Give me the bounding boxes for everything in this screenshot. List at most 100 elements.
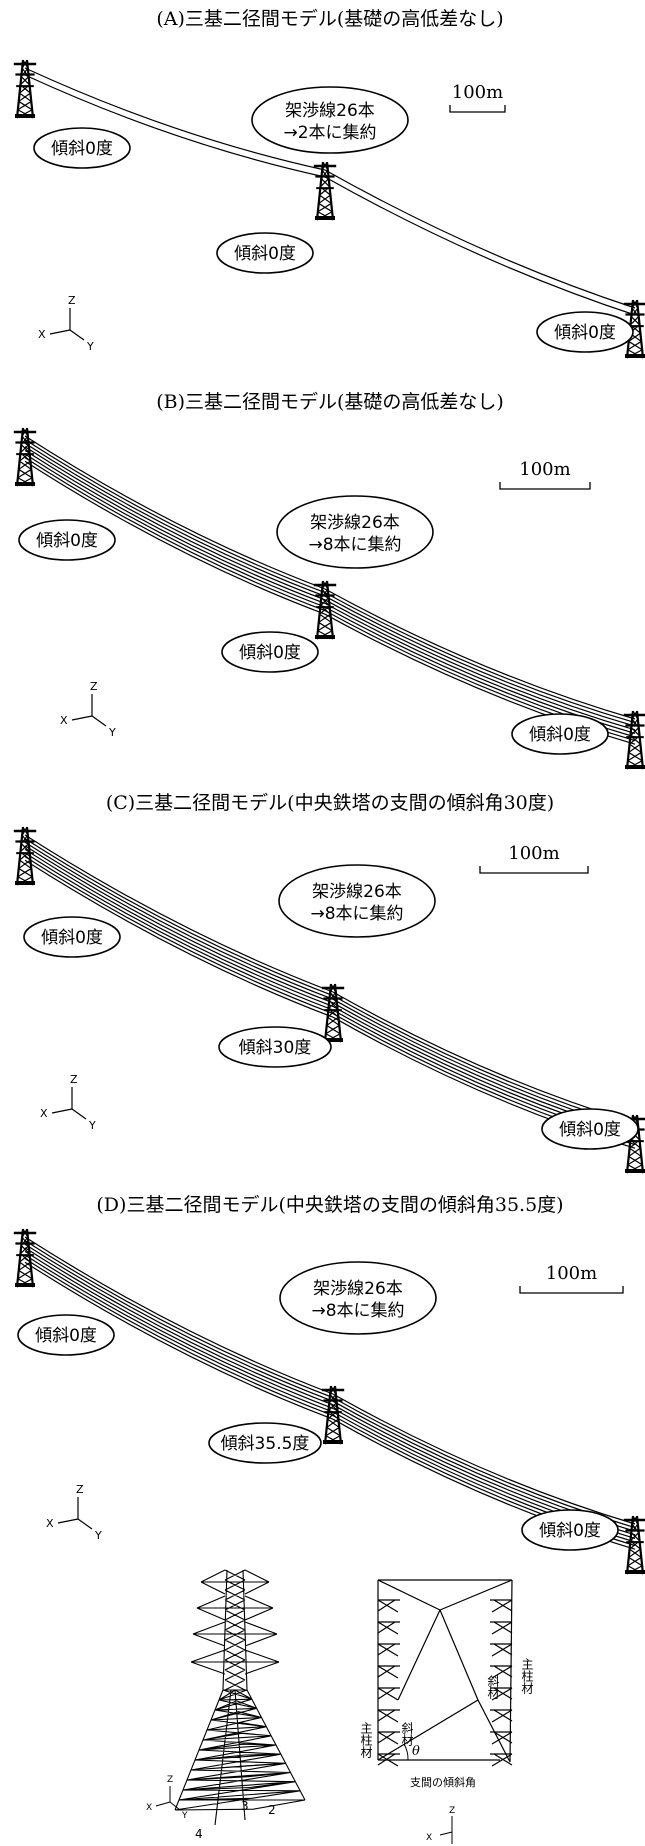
conductor-line [24, 856, 334, 1015]
tower-left [13, 59, 37, 119]
member-label: 斜材 [400, 1722, 414, 1746]
angle-label-ellipse [33, 127, 131, 169]
axis-triad: ZXY [40, 1073, 96, 1132]
angle-label: 傾斜0度 [529, 725, 591, 745]
angle-label: 傾斜0度 [559, 1120, 621, 1140]
conductor-line [24, 838, 334, 997]
axis-triad: ZX [426, 1806, 455, 1844]
conductor-line [332, 991, 636, 1124]
tower-left [13, 1228, 37, 1288]
angle-caption: 支間の傾斜角 [410, 1775, 476, 1789]
conductor-line [24, 859, 334, 1018]
leg-number: 4 [195, 1827, 203, 1841]
conductor-line [24, 442, 326, 597]
angle-label: 傾斜35.5度 [221, 1434, 310, 1454]
angle-label-ellipse [221, 631, 319, 673]
svg-text:斜材: 斜材 [400, 1722, 414, 1746]
scale-bar [449, 105, 506, 113]
axis-x-label: X [38, 328, 46, 341]
scale-label: 100m [546, 1263, 597, 1284]
axis-triad: ZXY [46, 1483, 102, 1542]
scale-bar [479, 866, 589, 874]
conductor-line [324, 169, 636, 309]
theta-symbol: θ [412, 1744, 420, 1759]
conductor-line [324, 602, 636, 734]
scale-label: 100m [508, 843, 559, 864]
conductor-label-ellipse [279, 1261, 437, 1335]
conductor-label: →2本に集約 [283, 123, 376, 143]
conductor-line [24, 1258, 334, 1417]
axis-y-label: Y [108, 726, 116, 739]
axis-x-label: X [426, 1833, 432, 1843]
angle-label-ellipse [521, 1509, 619, 1551]
axis-x-label: X [146, 1803, 152, 1813]
angle-label-ellipse [541, 1108, 639, 1150]
conductor-label: →8本に集約 [308, 535, 401, 555]
axis-z-label: Z [449, 1806, 455, 1816]
scale-bar [519, 1286, 624, 1294]
panel-2: (C)三基二径間モデル(中央鉄塔の支間の傾斜角30度)架渉線26本→8本に集約傾… [13, 792, 645, 1174]
angle-label: 傾斜0度 [36, 531, 98, 551]
conductor-line [324, 592, 636, 724]
conductor-line [324, 176, 636, 316]
tower-right [623, 710, 645, 770]
angle-label: 傾斜0度 [234, 244, 296, 264]
tower-center [313, 161, 337, 221]
svg-text:斜材: 斜材 [486, 1675, 500, 1699]
member-label: 主柱材 [520, 1658, 534, 1694]
panel-title: (D)三基二径間モデル(中央鉄塔の支間の傾斜角35.5度) [96, 1194, 563, 1216]
angle-label-ellipse [536, 311, 634, 353]
axis-y-label: Y [86, 340, 94, 353]
conductor-label: 架渉線26本 [312, 882, 402, 902]
conductor-label: →8本に集約 [310, 904, 403, 924]
svg-text:主柱材: 主柱材 [520, 1658, 534, 1694]
conductor-line [24, 457, 326, 612]
conductor-line [24, 449, 326, 604]
tower-center [321, 983, 345, 1043]
panel-title: (B)三基二径間モデル(基礎の高低差なし) [156, 391, 504, 413]
angle-label: 傾斜0度 [51, 139, 113, 159]
axis-y-label: Y [88, 1119, 96, 1132]
panel-title: (A)三基二径間モデル(基礎の高低差なし) [156, 8, 503, 30]
conductor-line [24, 1243, 334, 1402]
conductor-line [24, 435, 326, 590]
axis-x-label: X [60, 714, 68, 727]
tower-left [13, 427, 37, 487]
angle-label-ellipse [218, 1026, 332, 1068]
angle-label: 傾斜0度 [539, 1521, 601, 1541]
conductor-line [24, 1254, 334, 1413]
conductor-label-ellipse [251, 86, 409, 154]
conductor-label: 架渉線26本 [310, 513, 400, 533]
tower-right [623, 1515, 645, 1575]
conductor-line [24, 852, 334, 1011]
panel-3: (D)三基二径間モデル(中央鉄塔の支間の傾斜角35.5度)架渉線26本→8本に集… [13, 1194, 645, 1575]
conductor-line [24, 439, 326, 594]
conductor-label: 架渉線26本 [313, 1279, 403, 1299]
axis-z-label: Z [70, 1073, 78, 1086]
axis-triad: Z X Y [38, 294, 94, 353]
tower-center [321, 1385, 345, 1445]
angle-label-ellipse [23, 916, 121, 958]
conductor-line [24, 1240, 334, 1399]
angle-label: 傾斜0度 [41, 928, 103, 948]
angle-label: 傾斜30度 [239, 1038, 312, 1058]
angle-label: 傾斜0度 [239, 643, 301, 663]
tower-left [13, 826, 37, 886]
conductor-line [332, 1397, 636, 1529]
axis-z-label: Z [76, 1483, 84, 1496]
conductor-label: 架渉線26本 [285, 101, 375, 121]
conductor-label-ellipse [278, 864, 436, 938]
conductor-line [24, 1261, 334, 1420]
conductor-line [24, 1250, 334, 1409]
scale-bar [499, 482, 591, 490]
axis-x-label: X [46, 1517, 54, 1530]
conductor-line [24, 74, 326, 178]
panel-1: (B)三基二径間モデル(基礎の高低差なし)架渉線26本→8本に集約傾斜0度傾斜0… [13, 391, 645, 770]
leg-number: 3 [241, 1799, 249, 1813]
angle-label-ellipse [511, 713, 609, 755]
conductor-line [24, 834, 334, 993]
axis-z-label: Z [167, 1775, 173, 1785]
axis-z-label: Z [90, 680, 98, 693]
axis-z-label: Z [68, 294, 76, 307]
axis-triad: ZXY [146, 1775, 188, 1821]
